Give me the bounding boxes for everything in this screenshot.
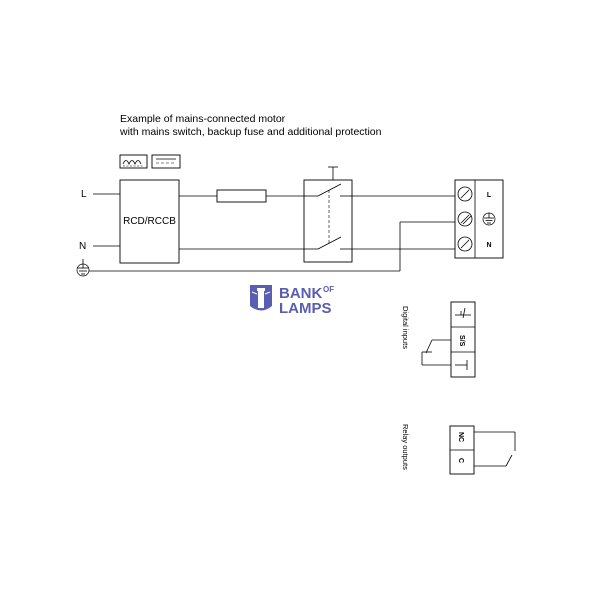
caption-line-1: Example of mains-connected motor	[120, 113, 286, 125]
relay-c-label: C	[457, 458, 464, 463]
terminal-live-label: L	[487, 192, 492, 199]
ac-dc-symbol	[119, 154, 148, 169]
neutral-label: N	[79, 241, 86, 252]
bank-of-lamps-logo: BANK OF LAMPS	[250, 285, 334, 317]
terminal-neutral-label: N	[486, 242, 491, 249]
mains-switch	[303, 166, 353, 263]
logo-word-bank: BANK	[279, 285, 322, 302]
rcd-box	[119, 179, 180, 264]
backup-fuse	[216, 189, 267, 203]
relay-nc-label: NC	[457, 432, 464, 442]
rcd-label: RCD/RCCB	[123, 216, 176, 227]
logo-word-lamps: LAMPS	[279, 300, 332, 317]
live-label: L	[81, 189, 87, 200]
digital-inputs-title: Digital inputs	[401, 306, 410, 349]
digital-inputs-block	[421, 301, 476, 378]
logo-word-of: OF	[323, 285, 334, 294]
caption-line-2: with mains switch, backup fuse and addit…	[119, 126, 382, 138]
dc-symbol	[151, 154, 181, 169]
earth-symbol	[76, 259, 90, 277]
relay-outputs-title: Relay outputs	[401, 424, 410, 470]
start-stop-label: S/S	[458, 335, 465, 347]
motor-terminal-block	[454, 179, 504, 259]
relay-outputs-block	[449, 425, 516, 475]
